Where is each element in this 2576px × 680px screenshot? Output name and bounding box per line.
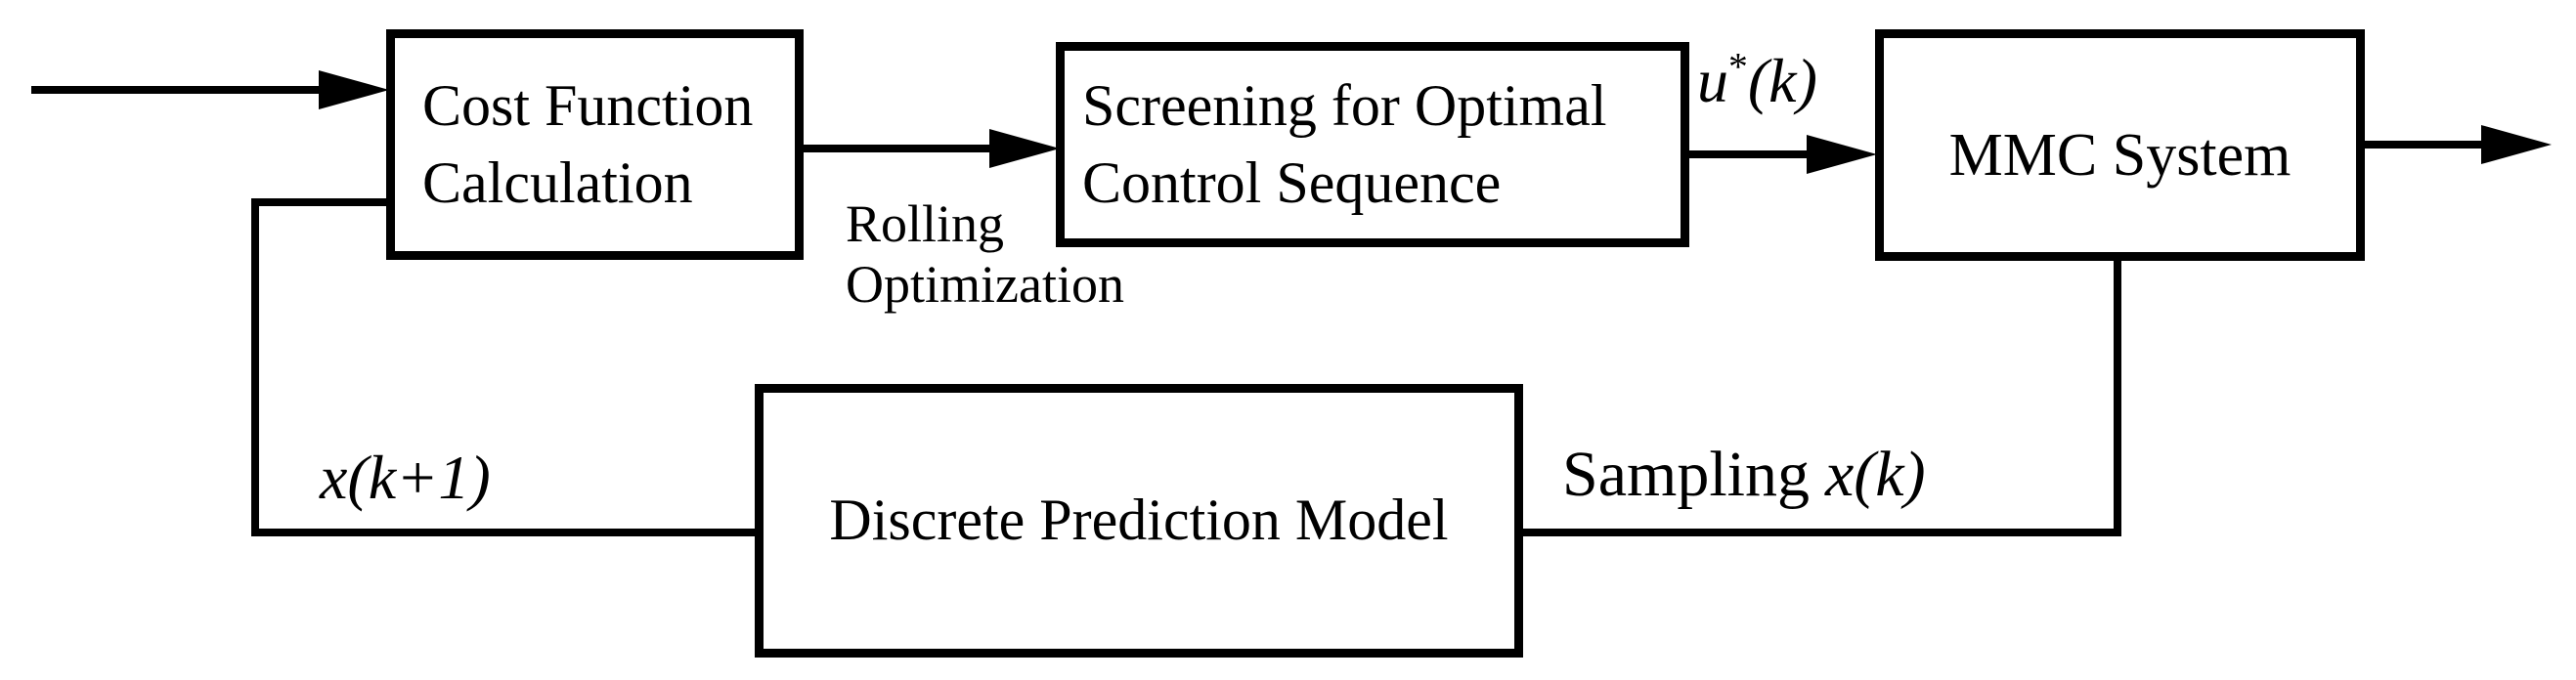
output-arrowhead-icon	[2481, 125, 2552, 164]
mmc-system-label: MMC System	[1948, 121, 2292, 189]
feedback-stub-line	[251, 198, 390, 206]
cost-to-screening-line	[800, 145, 993, 152]
sampling-line	[1521, 529, 2121, 536]
cost-function-label-line1: Cost Function	[422, 72, 754, 138]
box-cost-function: Cost Function Calculation	[386, 29, 804, 260]
output-arrow-line	[2361, 141, 2484, 149]
cost-to-screening-arrowhead-icon	[989, 129, 1060, 168]
screening-label-line1: Screening for Optimal	[1082, 72, 1607, 138]
sampling-text: Sampling	[1562, 439, 1811, 510]
prediction-model-label: Discrete Prediction Model	[829, 488, 1449, 553]
box-screening: Screening for Optimal Control Sequence	[1056, 42, 1689, 247]
feedback-bottom-line	[251, 529, 759, 536]
u-star-k-base: u	[1697, 46, 1728, 115]
cost-function-label-line2: Calculation	[422, 150, 693, 215]
screening-to-mmc-arrowhead-icon	[1807, 135, 1877, 174]
u-star-k-arg: (k)	[1747, 46, 1817, 115]
box-prediction-model: Discrete Prediction Model	[755, 384, 1523, 658]
feedback-vertical-line	[251, 198, 259, 536]
u-star-k-label: u*(k)	[1697, 45, 1817, 117]
box-mmc-system: MMC System	[1875, 29, 2365, 261]
x-k-plus-1-label: x(k+1)	[320, 443, 491, 512]
screening-label-line2: Control Sequence	[1082, 150, 1502, 215]
input-arrowhead-icon	[319, 70, 389, 109]
rolling-optimization-label: Rolling Optimization	[846, 193, 1124, 315]
screening-to-mmc-line	[1685, 150, 1811, 158]
rolling-optimization-label-line2: Optimization	[846, 255, 1124, 314]
mmc-drop-line	[2114, 257, 2121, 536]
sampling-math: x(k)	[1825, 439, 1926, 510]
u-star-k-sup: *	[1728, 45, 1748, 89]
rolling-optimization-label-line1: Rolling	[846, 194, 1005, 253]
input-arrow-line	[31, 86, 323, 94]
